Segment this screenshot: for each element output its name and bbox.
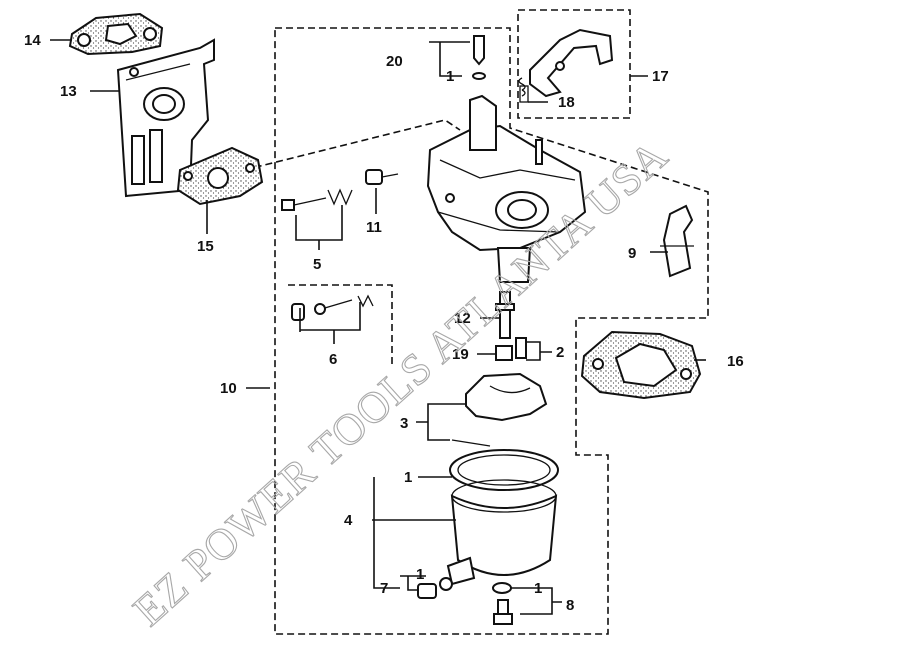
part-9-clip [660, 204, 694, 278]
leader-to-bracket [179, 119, 461, 187]
callout-14: 14 [24, 32, 41, 49]
callout-1-gasket: 1 [404, 469, 412, 486]
callout-19: 19 [452, 346, 469, 363]
callout-4: 4 [344, 512, 353, 529]
part-2-jet [515, 337, 527, 359]
callout-1-top: 1 [446, 68, 454, 85]
part-11-screw [365, 169, 399, 185]
callout-5: 5 [313, 256, 321, 273]
part-20-screw [472, 35, 486, 80]
callout-10: 10 [220, 380, 237, 397]
callout-2: 2 [556, 344, 564, 361]
part-14-gasket [68, 12, 164, 56]
callout-6: 6 [329, 351, 337, 368]
callout-11: 11 [366, 219, 382, 236]
part-12-main-nozzle [495, 291, 515, 339]
callout-13: 13 [60, 83, 77, 100]
part-13-insulator [116, 38, 215, 198]
part-16-gasket [580, 330, 702, 400]
callout-1-bolt: 1 [534, 580, 542, 597]
carburetor-body [426, 94, 587, 283]
part-5-pilot-screw [281, 188, 353, 211]
part-19-main-jet [495, 345, 513, 361]
callout-9: 9 [628, 245, 636, 262]
callout-18: 18 [558, 94, 575, 111]
leader-lines [50, 39, 706, 615]
part-6-throttle-stop-screw [291, 294, 374, 321]
part-17-choke-lever [529, 28, 614, 98]
callout-17: 17 [652, 68, 669, 85]
callouts: 14 13 15 20 1 17 18 5 11 9 6 12 19 2 16 … [24, 32, 744, 614]
part-7-drain-screw [417, 577, 453, 599]
part-3-float [451, 372, 548, 447]
callout-8: 8 [566, 597, 574, 614]
callout-20: 20 [386, 53, 403, 70]
subassembly-boundary [288, 284, 393, 365]
callout-16: 16 [727, 353, 744, 370]
callout-1-drain: 1 [416, 566, 424, 583]
assembly-boundary [274, 27, 709, 635]
part-4-float-chamber [446, 449, 559, 586]
part-17-boundary [517, 9, 631, 119]
callout-15: 15 [197, 238, 214, 255]
callout-7: 7 [380, 580, 388, 597]
callout-12: 12 [454, 310, 471, 327]
part-15-gasket [176, 146, 264, 206]
callout-3: 3 [400, 415, 408, 432]
part-8-bolt [492, 582, 513, 625]
part-18-spring [518, 77, 529, 103]
